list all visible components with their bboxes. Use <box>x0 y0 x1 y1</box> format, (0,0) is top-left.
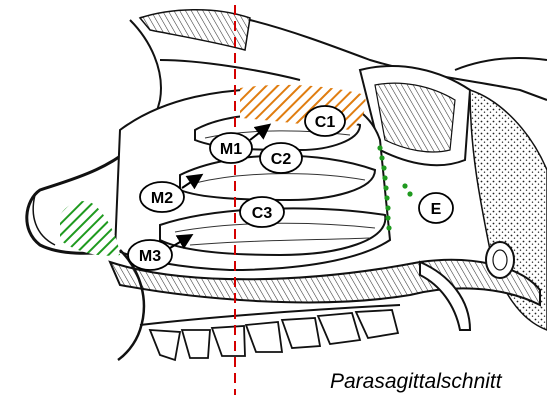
label-m3: M3 <box>128 240 172 270</box>
figure-caption: Parasagittalschnitt <box>330 369 547 395</box>
label-m2: M2 <box>140 182 184 212</box>
svg-text:M2: M2 <box>151 190 173 207</box>
svg-text:M1: M1 <box>220 141 242 158</box>
frontal-bone <box>140 10 250 50</box>
svg-text:E: E <box>431 201 442 218</box>
svg-text:M3: M3 <box>139 248 161 265</box>
label-c2: C2 <box>260 143 302 173</box>
label-c1: C1 <box>305 106 345 136</box>
label-m1: M1 <box>210 133 252 163</box>
label-c3: C3 <box>240 197 284 227</box>
svg-text:C1: C1 <box>315 114 336 131</box>
label-e: E <box>419 193 453 223</box>
hard-palate <box>110 260 540 305</box>
upper-teeth <box>150 310 398 360</box>
svg-text:C2: C2 <box>271 151 292 168</box>
tube-opening <box>486 242 514 278</box>
svg-text:C3: C3 <box>252 205 273 222</box>
green-region <box>60 201 120 256</box>
